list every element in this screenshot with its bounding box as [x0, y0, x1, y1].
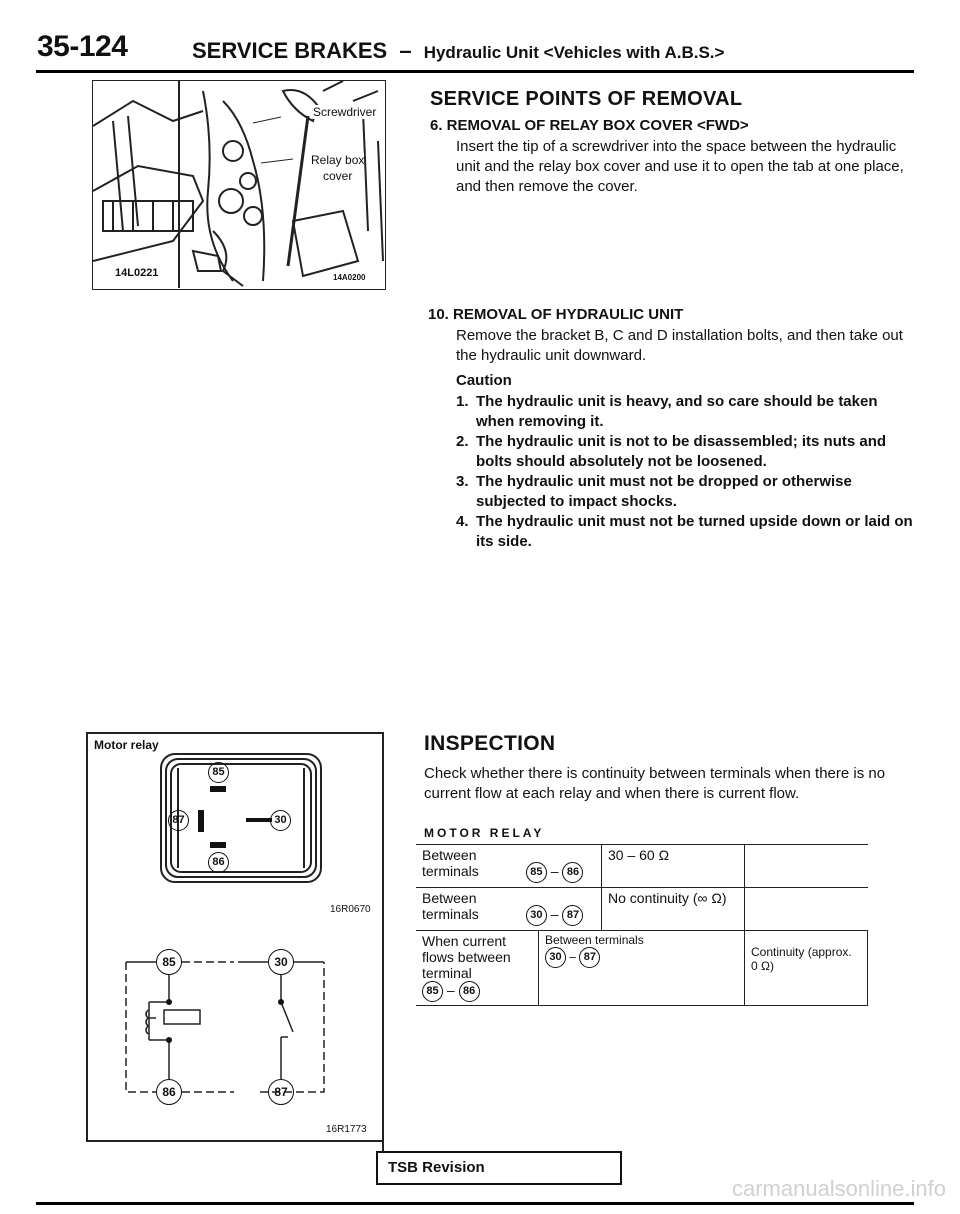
motor-relay-title: Motor relay [94, 738, 159, 752]
figure-frame-bottom [86, 1140, 382, 1142]
page-number: 35-124 [37, 30, 128, 63]
caution-item-2: 2. The hydraulic unit is not to be disas… [456, 432, 914, 472]
terminal-87-icon: 87 [579, 947, 601, 968]
table-cell-condition: When current flows between terminal 85 –… [416, 930, 539, 1006]
screwdriver-label: Screwdriver [313, 105, 377, 119]
terminals-label: Between terminals [545, 933, 644, 947]
step10-text: Remove the bracket B, C and D installati… [456, 327, 903, 364]
relay-box-label: Relay box [311, 153, 365, 167]
figure-frame-left [86, 732, 88, 1142]
table-cell-empty [744, 844, 868, 888]
terminal-30-icon: 30 [525, 904, 547, 926]
step6-title: 6. REMOVAL OF RELAY BOX COVER <FWD> [430, 117, 749, 134]
schematic-terminal-86-icon: 86 [156, 1079, 182, 1105]
table-row: When current flows between terminal 85 –… [416, 930, 868, 1006]
tsb-revision-box: TSB Revision [376, 1151, 622, 1185]
page-title: SERVICE BRAKES – Hydraulic Unit <Vehicle… [192, 38, 724, 64]
header-rule [36, 70, 914, 73]
caution-number: 2. [456, 433, 469, 450]
figure-frame-top [86, 732, 382, 734]
motor-relay-drawing [125, 753, 325, 1093]
condition-text: When current flows between terminal [422, 933, 511, 981]
table-cell-empty [744, 887, 868, 931]
title-dash: – [399, 38, 412, 63]
terminal-86-icon: 86 [208, 852, 229, 873]
caution-item-1: 1. The hydraulic unit is heavy, and so c… [456, 392, 914, 432]
terminal-85-icon: 85 [422, 981, 443, 1002]
schematic-terminal-30-icon: 30 [268, 949, 294, 975]
terminal-87-icon: 87 [168, 810, 189, 831]
footer-rule [36, 1202, 914, 1205]
caution-number: 3. [456, 473, 469, 490]
figure-code-2: 16R1773 [326, 1124, 367, 1135]
caution-item-3: 3. The hydraulic unit must not be droppe… [456, 472, 914, 512]
caution-number: 1. [456, 393, 469, 410]
terminal-86-icon: 86 [562, 861, 584, 883]
terminal-87-icon: 87 [562, 904, 584, 926]
caution-item-4: 4. The hydraulic unit must not be turned… [456, 512, 914, 552]
table-cell-result: 30 – 60 Ω [601, 844, 745, 888]
terminal-85-icon: 85 [525, 861, 547, 883]
terminal-85-icon: 85 [208, 762, 229, 783]
terminal-30-icon: 30 [545, 947, 566, 968]
terminals-label: Between terminals [422, 890, 479, 922]
caution-number: 4. [456, 513, 469, 530]
section-title: SERVICE BRAKES [192, 38, 388, 63]
table-cell-terminals: Between terminals 30 – 87 [538, 930, 745, 1006]
table-cell-result: Continuity (approx. 0 Ω) [744, 930, 868, 1006]
figure-frame-right [382, 732, 384, 1152]
relay-box-cover-figure: Screwdriver Relay box cover 14L0221 14A0… [92, 80, 386, 290]
figure-code-left: 14L0221 [115, 267, 159, 279]
section-subtitle: Hydraulic Unit <Vehicles with A.B.S.> [423, 43, 725, 62]
caution-text: The hydraulic unit is not to be disassem… [476, 433, 887, 470]
motor-relay-table: Between terminals 85 – 86 30 – 60 Ω Betw… [416, 844, 868, 1006]
inspection-text: Check whether there is continuity betwee… [424, 765, 886, 802]
terminal-86-icon: 86 [458, 981, 480, 1002]
terminal-30-icon: 30 [270, 810, 291, 831]
figure-divider [178, 80, 180, 288]
figure-code-right: 14A0200 [333, 273, 366, 282]
step10-title: 10. REMOVAL OF HYDRAULIC UNIT [428, 306, 684, 323]
table-cell-result: No continuity (∞ Ω) [601, 887, 745, 931]
caution-text: The hydraulic unit is heavy, and so care… [476, 393, 878, 430]
table-row: Between terminals 85 – 86 30 – 60 Ω [416, 844, 868, 888]
removal-heading: SERVICE POINTS OF REMOVAL [430, 88, 743, 110]
watermark: carmanualsonline.info [731, 1176, 946, 1201]
tsb-revision-label: TSB Revision [388, 1159, 485, 1176]
caution-text: The hydraulic unit must not be turned up… [476, 513, 913, 550]
caution-text: The hydraulic unit must not be dropped o… [476, 473, 852, 510]
caution-label: Caution [456, 372, 512, 389]
table-cell-terminals: Between terminals 30 – 87 [416, 887, 602, 931]
figure-code-1: 16R0670 [330, 904, 371, 915]
table-title: MOTOR RELAY [424, 826, 545, 840]
terminals-label: Between terminals [422, 847, 479, 879]
table-row: Between terminals 30 – 87 No continuity … [416, 887, 868, 931]
relay-box-illustration [93, 81, 384, 287]
table-cell-terminals: Between terminals 85 – 86 [416, 844, 602, 888]
inspection-heading: INSPECTION [424, 732, 556, 755]
cover-label: cover [323, 169, 353, 183]
schematic-terminal-85-icon: 85 [156, 949, 182, 975]
continuity-table: Between terminals 85 – 86 30 – 60 Ω Betw… [416, 844, 868, 1006]
motor-relay-figure: Motor relay [86, 732, 384, 1152]
step6-text: Insert the tip of a screwdriver into the… [456, 138, 904, 195]
schematic-terminal-87-icon: 87 [268, 1079, 294, 1105]
